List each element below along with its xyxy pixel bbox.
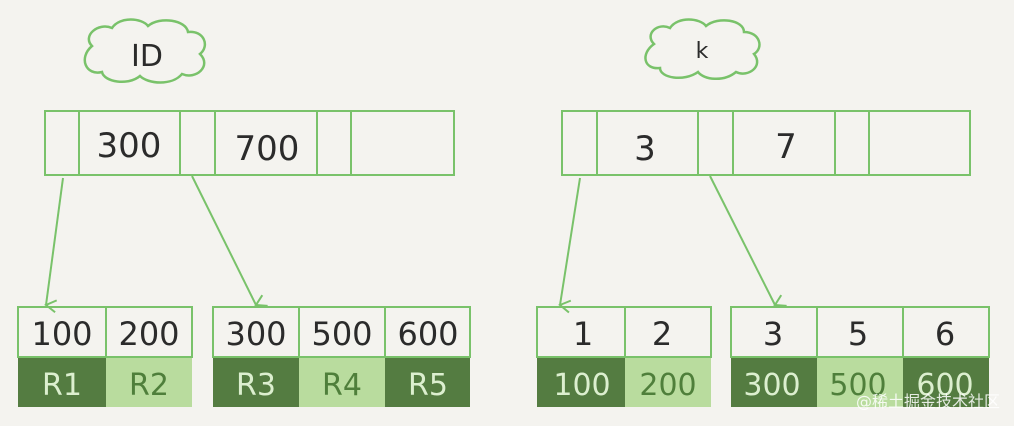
k-label-cloud [644,18,761,80]
leaf-value: R4 [322,368,362,403]
leaf-shade-dark [903,357,989,407]
leaf-shade-light [106,357,192,407]
leaf-value: R1 [42,368,82,403]
id-label-cloud [83,18,207,84]
leaf-key: 600 [397,315,458,353]
id-tree-label: ID [131,39,163,74]
leaf-shade-light [625,357,711,407]
leaf-shade-dark [731,357,817,407]
leaf-value: 600 [916,368,973,403]
leaf-shade-dark [18,357,106,407]
watermark: @稀土掘金技术社区 [855,392,1000,411]
leaf-value: R5 [408,368,448,403]
k-leaf-node: 1 2 100 200 [536,306,712,407]
id-leaf-node: 100 200 R1 R2 [17,306,193,407]
leaf-shade-dark [213,357,299,407]
leaf-key: 500 [311,315,372,353]
leaf-value: 100 [553,368,610,403]
k-pointer-arrow [709,175,787,307]
leaf-key: 100 [31,315,92,353]
leaf-key: 2 [652,315,672,353]
id-pointer-arrow [44,177,64,314]
leaf-key: 5 [848,315,868,353]
k-root-node: 3 7 [561,110,971,176]
leaf-shade-dark [385,357,470,407]
leaf-value: 300 [743,368,800,403]
k-root-key: 3 [634,129,656,169]
leaf-value: R3 [236,368,276,403]
leaf-key: 200 [118,315,179,353]
k-tree-label: k [696,39,709,64]
leaf-value: R2 [129,368,169,403]
id-leaf-node: 300 500 600 R3 R4 R5 [212,306,471,407]
k-leaf-node: 3 5 6 300 500 600 [730,306,990,407]
id-root-key: 700 [235,129,300,169]
id-pointer-arrow [191,175,268,307]
leaf-key: 3 [763,315,783,353]
leaf-shade-dark [537,357,625,407]
leaf-key: 300 [225,315,286,353]
leaf-key: 1 [573,315,593,353]
leaf-value: 500 [829,368,886,403]
k-pointer-arrow [558,177,581,314]
leaf-shade-light [299,357,385,407]
id-root-key: 300 [97,126,162,166]
id-root-node: 300 700 [44,110,455,176]
leaf-value: 200 [639,368,696,403]
leaf-key: 6 [935,315,955,353]
leaf-shade-light [817,357,903,407]
k-root-key: 7 [775,127,797,167]
